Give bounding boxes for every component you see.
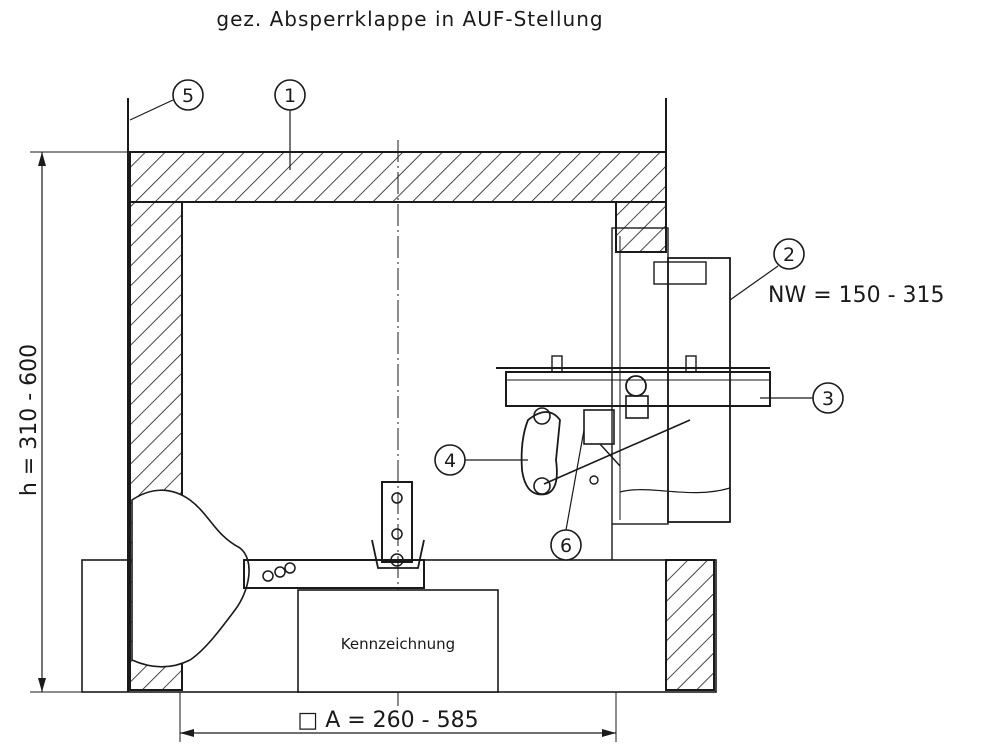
callout-2-leader [729, 265, 779, 301]
pivot-lug [625, 395, 649, 419]
marking-label: Kennzeichnung [341, 635, 455, 653]
width-dimension-label: □ A = 260 - 585 [297, 708, 478, 733]
callout-1: 1 [284, 85, 296, 107]
callout-4: 4 [444, 450, 456, 472]
width-label-bg [268, 706, 508, 732]
marking-plate [297, 589, 499, 693]
trigger-rod [543, 419, 691, 485]
spigot-tab [653, 261, 707, 285]
trigger-spring [599, 443, 621, 467]
lever-pivot-icon [533, 477, 551, 495]
pivot-eye [625, 375, 647, 397]
callout-5-leader [129, 99, 174, 121]
mounting-bracket [243, 559, 425, 589]
bolt-icon [274, 566, 286, 578]
callout-2: 2 [783, 244, 795, 266]
arrow-right-icon [602, 729, 616, 737]
callout-5-circle [172, 79, 204, 111]
upper-bolt [685, 355, 697, 373]
bolt-icon [262, 570, 274, 582]
bolt-icon [589, 475, 599, 485]
right-bottom-insulation [665, 559, 715, 691]
bolt-icon [390, 553, 404, 567]
duct-spigot [667, 257, 731, 523]
bolt-icon [391, 492, 403, 504]
release-lever [520, 411, 561, 496]
center-holder [381, 481, 413, 563]
arrow-left-icon [180, 729, 194, 737]
callout-2-circle [773, 238, 805, 270]
bolt-icon [391, 528, 403, 540]
right-top-insulation [615, 201, 667, 253]
bolt-icon [284, 562, 296, 574]
fusible-link-housing [583, 409, 615, 445]
callout-6-leader [565, 429, 585, 531]
upper-bolt [551, 355, 563, 373]
cutaway-section [131, 489, 250, 668]
callout-5: 5 [182, 85, 194, 107]
callout-3: 3 [822, 388, 834, 410]
break-line [619, 487, 731, 494]
spigot-flange [611, 227, 669, 525]
lever-pivot-icon [533, 407, 551, 425]
callout-6: 6 [560, 535, 572, 557]
drawing-title: gez. Absperrklappe in AUF-Stellung [216, 7, 603, 31]
arrow-up-icon [38, 152, 46, 166]
height-dimension-label: h = 310 - 600 [17, 344, 42, 496]
nominal-width-label: NW = 150 - 315 [768, 283, 945, 308]
arrow-down-icon [38, 678, 46, 692]
actuator-plate [505, 371, 771, 407]
